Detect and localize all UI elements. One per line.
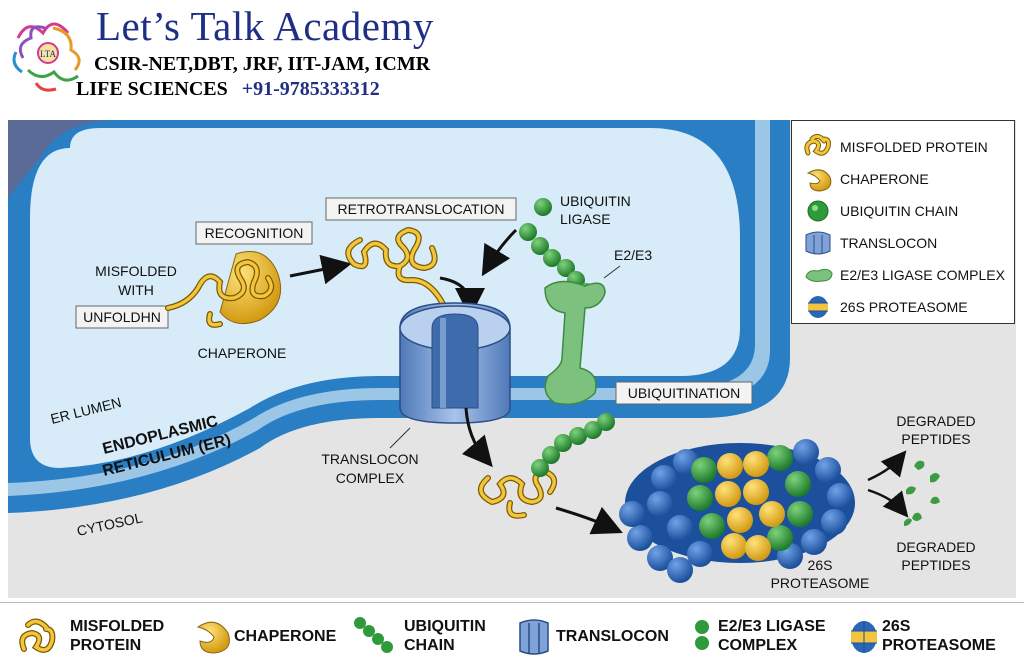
subject-line: LIFE SCIENCES +91-9785333312 [76, 78, 380, 101]
chaperone-icon [806, 169, 832, 192]
exam-list: CSIR-NET,DBT, JRF, IIT-JAM, ICMR [94, 53, 431, 75]
arrow-peptides-top [867, 450, 907, 482]
legend-label: 26S PROTEASOME [840, 299, 968, 315]
arrow-peptides-bottom [867, 488, 909, 518]
translocon-complex [399, 302, 511, 424]
arrow-to-proteasome [555, 506, 623, 535]
upper-region [8, 120, 120, 198]
bottom-label: E2/E3 LIGASE [718, 618, 826, 635]
ubiquitin-ligase-label-2: LIGASE [560, 211, 611, 227]
ubiquitinated-protein [478, 413, 615, 519]
header: LTA Let’s Talk Academy CSIR-NET,DBT, JRF… [0, 0, 1024, 112]
degraded-peptides [904, 460, 940, 526]
e2e3-ligase-icon [805, 268, 833, 282]
retrotranslocation-label: RETROTRANSLOCATION [338, 201, 505, 217]
bottom-label: CHAIN [404, 637, 455, 654]
misfolded-protein-icon [804, 133, 831, 156]
translocon-complex-label-1: TRANSLOCON [321, 451, 418, 467]
legend-box: MISFOLDED PROTEIN CHAPERONE UBIQUITIN CH… [791, 120, 1015, 324]
bottom-label: CHAPERONE [234, 628, 337, 645]
legend-item-translocon: TRANSLOCON [792, 229, 1012, 257]
arrow-to-retro [289, 254, 352, 285]
academy-title: Let’s Talk Academy [96, 3, 434, 49]
translocon-icon [519, 619, 549, 655]
bottom-label: PROTEIN [70, 637, 142, 654]
recognition-box [195, 221, 313, 245]
legend-label: UBIQUITIN CHAIN [840, 203, 959, 219]
misfolded-label: MISFOLDED [95, 263, 177, 279]
proteasome-icon [851, 621, 877, 653]
phone-number: +91-9785333312 [241, 78, 380, 100]
degraded-top-label-2: PEPTIDES [901, 431, 970, 447]
degraded-bottom-label-2: PEPTIDES [901, 557, 970, 573]
ubiquitin-chain-icon [354, 617, 393, 653]
legend-item-e2e3: E2/E3 LIGASE COMPLEX [792, 261, 1012, 289]
chaperone-label: CHAPERONE [198, 345, 287, 361]
e2e3-ligase-icon [695, 620, 709, 650]
recognition-label: RECOGNITION [205, 225, 304, 241]
proteasome-label-2: PROTEASOME [771, 575, 870, 591]
proteasome [619, 439, 855, 583]
legend-label: TRANSLOCON [840, 235, 938, 251]
logo-text: LTA [40, 49, 56, 59]
e2e3-label: E2/E3 [614, 247, 652, 263]
ubiquitination-box [615, 381, 753, 405]
proteasome-label-1: 26S [808, 557, 833, 573]
subject-text: LIFE SCIENCES [76, 78, 228, 100]
arrow-into-translocon [439, 276, 485, 318]
translocon-complex-label-2: COMPLEX [336, 470, 405, 486]
proteasome-icon [808, 296, 828, 318]
e2e3-ligase-complex [544, 280, 606, 405]
translocon-icon [805, 231, 831, 255]
legend-label: E2/E3 LIGASE COMPLEX [840, 267, 1005, 283]
legend-item-ubiquitin: UBIQUITIN CHAIN [792, 197, 1012, 225]
legend-item-chaperone: CHAPERONE [792, 165, 1012, 193]
e2e3-pointer [603, 265, 621, 279]
degraded-top-label-1: DEGRADED [896, 413, 975, 429]
unfoldhn-label: UNFOLDHN [83, 309, 161, 325]
legend-label: MISFOLDED PROTEIN [840, 139, 988, 155]
unfoldhn-box [75, 305, 169, 329]
legend-item-proteasome: 26S PROTEASOME [792, 293, 1012, 321]
bottom-label: TRANSLOCON [556, 628, 669, 645]
arrow-out-translocon [461, 407, 493, 468]
legend-item-misfolded: MISFOLDED PROTEIN [792, 133, 1012, 161]
with-label: WITH [118, 282, 154, 298]
arrow-ligase [481, 228, 518, 277]
ubiquitination-label: UBIQUITINATION [628, 385, 741, 401]
bottom-label: COMPLEX [718, 637, 798, 654]
translocon-pointer [389, 427, 411, 449]
erad-diagram: RECOGNITION RETROTRANSLOCATION UBIQUITIN… [8, 120, 1016, 598]
degraded-bottom-label-1: DEGRADED [896, 539, 975, 555]
academy-logo-icon: LTA [12, 22, 81, 92]
bottom-legend: MISFOLDED PROTEIN CHAPERONE UBIQUITIN CHAI… [0, 602, 1024, 667]
retrotranslocation-box [325, 197, 517, 221]
bottom-label: PROTEASOME [882, 637, 996, 654]
chaperone-icon [196, 621, 230, 654]
misfolded-protein-icon [19, 618, 56, 653]
legend-label: CHAPERONE [840, 171, 929, 187]
ubiquitin-chain-icon [807, 200, 829, 222]
er-lumen-area [30, 128, 740, 468]
bottom-label: MISFOLDED [70, 618, 165, 635]
bottom-label: 26S [882, 618, 911, 635]
ubiquitin-ligase-label-1: UBIQUITIN [560, 193, 631, 209]
misfolded-with-chaperone [165, 251, 282, 328]
bottom-label: UBIQUITIN [404, 618, 486, 635]
